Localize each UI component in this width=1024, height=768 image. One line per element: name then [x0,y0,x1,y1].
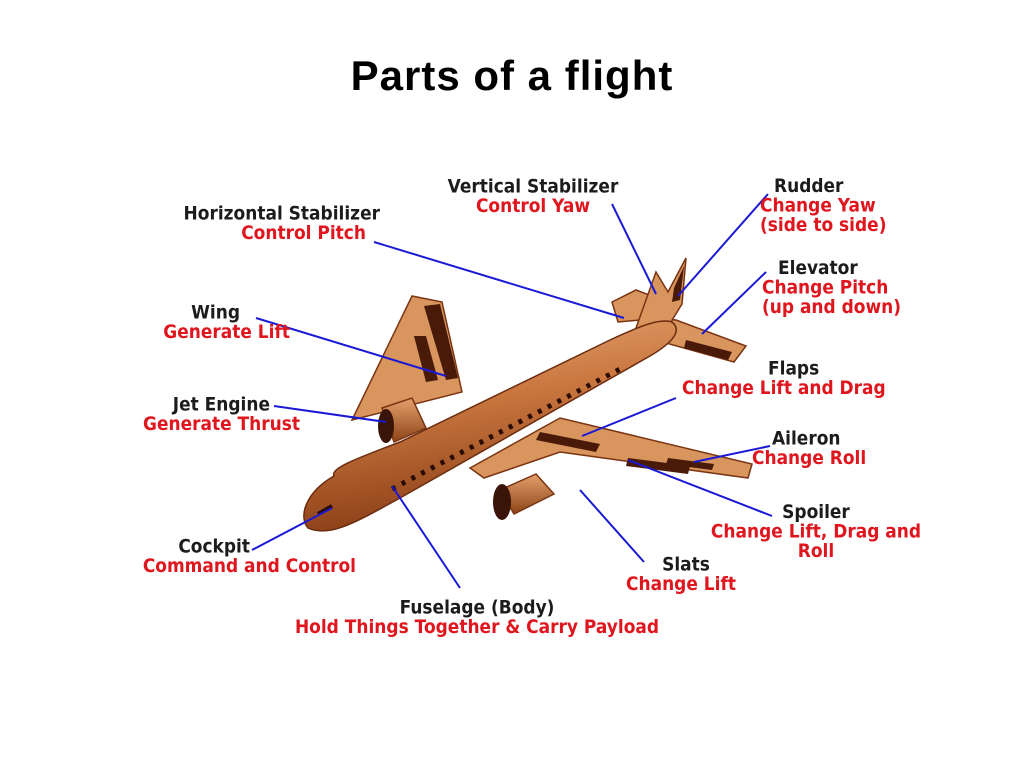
leader-line-spoiler [627,459,773,517]
part-name: Slats [662,554,710,577]
part-name: Cockpit [178,536,250,559]
part-function: Change Pitch (up and down) [762,276,902,318]
part-name: Spoiler [782,501,850,524]
label-rudder: Rudder Change Yaw (side to side) [760,175,887,236]
part-function: Change Roll [752,447,867,470]
leader-line-fuselage [391,485,461,589]
fuselage [303,320,677,532]
leader-line-elevator [701,271,767,335]
part-name: Aileron [772,428,841,451]
leader-line-jet-engine [273,405,387,423]
leader-line-rudder [677,193,769,297]
leader-line-horizontal-stabilizer [373,241,625,319]
part-function: Generate Thrust [143,413,300,436]
part-function: Command and Control [142,555,356,578]
cockpit-windshield [317,504,333,516]
leader-line-slats [579,489,645,563]
part-name: Jet Engine [172,394,270,417]
part-name: Flaps [768,358,820,381]
right-engine [493,473,556,520]
part-function: Change Lift and Drag [682,377,886,400]
leader-line-cockpit [251,507,333,551]
label-cockpit: Cockpit Command and Control [100,536,356,578]
leader-line-flaps [581,397,677,437]
part-function: Change Lift, Drag and Roll [710,520,922,562]
part-name: Vertical Stabilizer [447,176,619,199]
part-function: Control Pitch [241,222,366,245]
label-slats: Slats Change Lift [616,554,746,596]
leader-line-wing [255,317,447,377]
label-aileron: Aileron Change Roll [752,428,867,470]
label-fuselage: Fuselage (Body) Hold Things Together & C… [262,597,692,639]
label-jet-engine: Jet Engine Generate Thrust [120,394,300,436]
part-name: Horizontal Stabilizer [183,203,380,226]
leader-lines [251,193,773,589]
part-name: Fuselage (Body) [399,597,555,620]
left-engine [378,397,428,444]
airplane-illustration [303,257,753,532]
page-title: Parts of a flight [350,52,674,99]
leader-line-vertical-stabilizer [611,203,657,295]
part-function: Change Lift [626,573,736,596]
part-function: Change Yaw (side to side) [760,194,887,236]
part-name: Rudder [774,175,844,198]
leader-line-aileron [693,445,771,463]
label-vertical-stabilizer: Vertical Stabilizer Control Yaw [438,176,628,218]
label-flaps: Flaps Change Lift and Drag [682,358,886,400]
part-name: Elevator [778,257,858,280]
label-horizontal-stabilizer: Horizontal Stabilizer Control Pitch [150,203,380,245]
label-elevator: Elevator Change Pitch (up and down) [762,257,902,318]
part-name: Wing [191,302,240,325]
part-function: Hold Things Together & Carry Payload [294,616,660,639]
part-function: Generate Lift [163,321,290,344]
label-wing: Wing Generate Lift [130,302,290,344]
label-spoiler: Spoiler Change Lift, Drag and Roll [696,501,936,562]
part-function: Control Yaw [475,195,591,218]
